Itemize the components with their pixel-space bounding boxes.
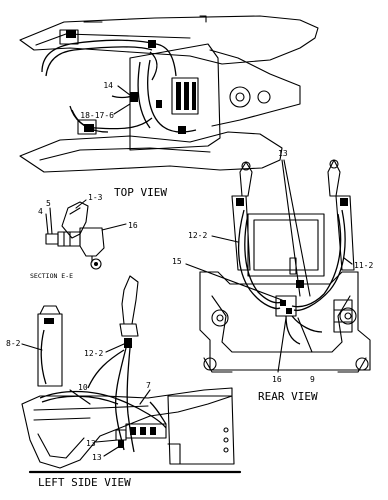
section-ee-drawing <box>45 199 127 270</box>
callout-left-10: 10 <box>78 383 88 392</box>
callout-left-13a: 13 <box>86 439 96 448</box>
callout-rear-16: 16 <box>272 375 282 384</box>
callout-rear-12-2: 12-2 <box>188 231 207 240</box>
callout-rear-15: 15 <box>172 257 182 266</box>
callout-sec-16: 16 <box>128 221 138 230</box>
callout-left-7: 7 <box>146 381 151 390</box>
callout-sec-1-3: 1-3 <box>88 193 103 202</box>
callout-sec-5: 5 <box>46 199 51 208</box>
top-view-drawing <box>19 15 319 173</box>
left-side-view-label: LEFT SIDE VIEW <box>38 476 131 489</box>
callout-top-18-17-6: 18-17-6 <box>80 111 114 120</box>
section-ee-label: SECTION E-E <box>30 272 73 280</box>
callout-left-13b: 13 <box>92 453 102 462</box>
callout-sec-4: 4 <box>38 207 43 216</box>
callout-left-8-2: 8-2 <box>6 339 21 348</box>
callout-rear-13: 13 <box>278 149 288 158</box>
rear-view-drawing <box>185 159 371 373</box>
callout-top-14: 14 <box>103 81 113 90</box>
rear-view-label: REAR VIEW <box>258 390 318 403</box>
left-side-view-drawing <box>21 275 242 474</box>
callout-left-12-2: 12-2 <box>84 349 103 358</box>
top-view-label: TOP VIEW <box>114 186 167 199</box>
callout-rear-9: 9 <box>310 375 315 384</box>
callout-rear-11-2: 11-2 <box>354 261 373 270</box>
